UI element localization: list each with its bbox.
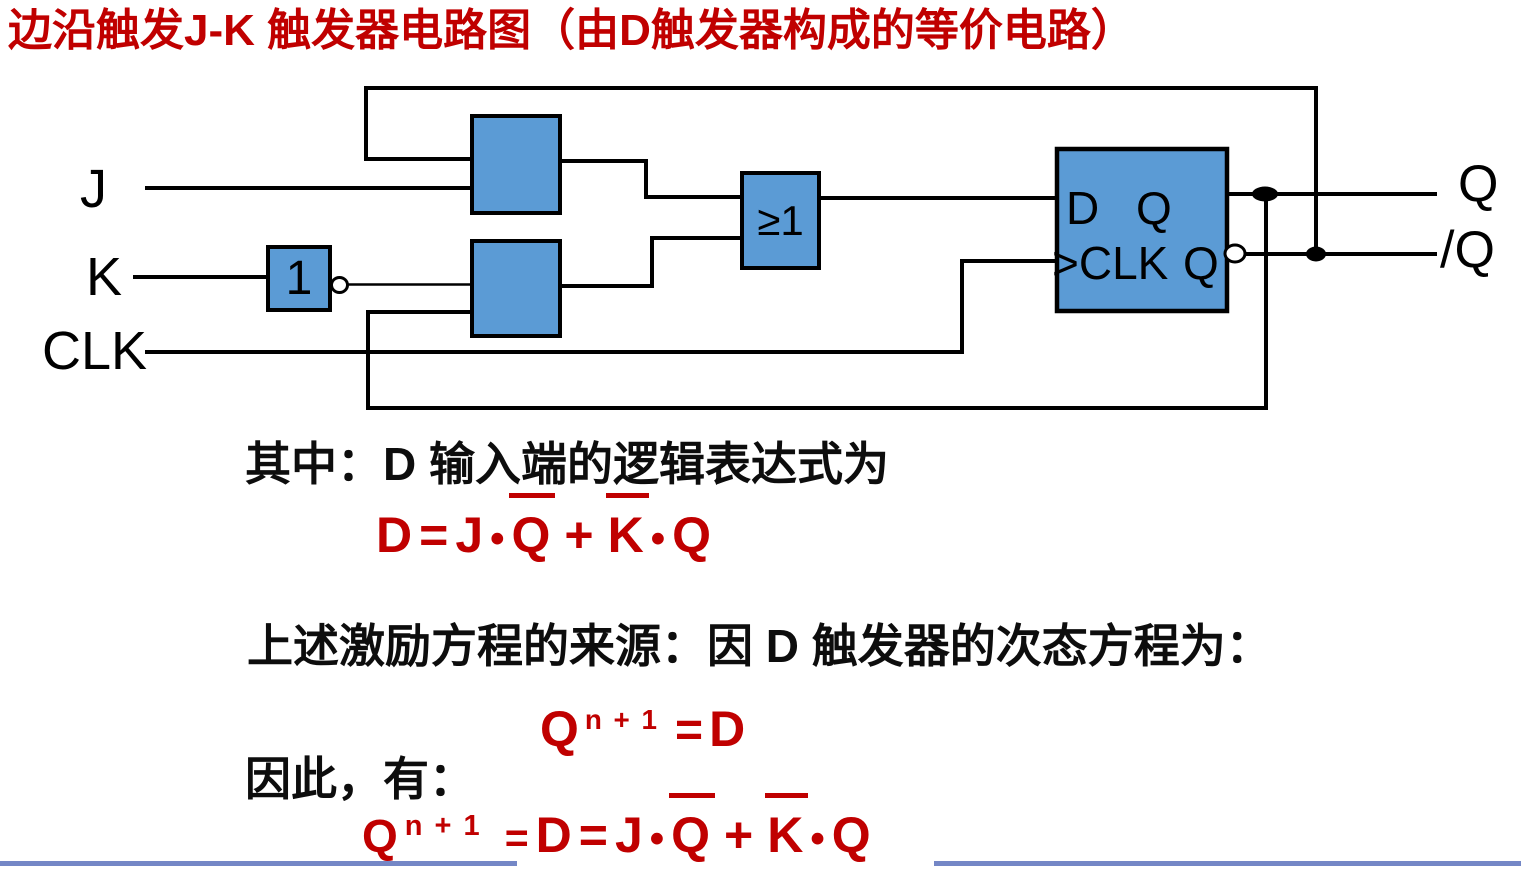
formula-token: Q — [672, 507, 711, 563]
formula-token: Q — [831, 807, 871, 863]
or-gate-label: ≥1 — [757, 196, 804, 244]
formula-token: = — [675, 704, 704, 757]
label-input-j: J — [80, 159, 107, 219]
footer-line-left — [0, 861, 517, 866]
wire-feedback-q — [366, 194, 1268, 410]
inverter-gate-label: 1 — [285, 251, 313, 305]
formula-token: J — [614, 807, 643, 863]
and-dot: • — [649, 815, 665, 861]
junction-dot-q — [1252, 186, 1278, 202]
dff-qbar-pin-label: Q — [1183, 237, 1219, 289]
and-dot: • — [810, 815, 825, 861]
and-dot: • — [490, 515, 505, 561]
formula-token: D — [535, 807, 572, 863]
formula-combined: Q n + 1 = D = J • Q + K • Q — [362, 793, 871, 864]
wire-and2-output — [560, 236, 742, 288]
and-dot: • — [650, 515, 666, 561]
or-gate-box — [740, 171, 821, 270]
wire-and1-output — [560, 159, 742, 199]
formula-token: Q — [362, 810, 398, 862]
q-with-overbar: Q — [509, 493, 556, 563]
wire-feedback-qbar — [364, 86, 1318, 254]
k-with-overbar: K — [605, 493, 649, 563]
text-line-therefore: 因此，有： — [245, 753, 475, 805]
dff-d-pin-label: D — [1066, 182, 1100, 234]
page-title: 边沿触发J-K 触发器电路图（由D触发器构成的等价电路） — [8, 6, 1135, 55]
inverter-box — [266, 245, 332, 312]
junction-dot-qbar — [1306, 246, 1326, 262]
formula-token: = — [578, 807, 608, 863]
dff-q-pin-label: Q — [1136, 182, 1172, 234]
and2-gate-box — [470, 239, 562, 338]
q-with-overbar: Q — [669, 793, 715, 863]
footer-line-right — [934, 861, 1521, 866]
formula-excitation: D = J • Q + K • Q — [376, 493, 711, 564]
label-output-qbar: /Q — [1440, 221, 1495, 279]
dff-clk-pin-label: >CLK — [1052, 237, 1169, 289]
inverter-bubble — [330, 276, 349, 294]
formula-token: Q — [540, 701, 579, 757]
formula-next-state: Q n + 1 = D — [540, 700, 745, 758]
and1-gate-box — [470, 114, 562, 215]
label-input-k: K — [86, 247, 123, 307]
label-input-clk: CLK — [42, 321, 148, 381]
formula-token: + — [564, 507, 594, 563]
formula-token: = — [504, 815, 529, 861]
formula-token: J — [455, 507, 484, 563]
d-flipflop-box — [1054, 146, 1230, 314]
formula-token: = — [419, 507, 449, 563]
superscript: n + 1 — [584, 704, 660, 735]
superscript: n + 1 — [404, 810, 482, 842]
text-line-expression-intro: 其中：D 输入端的逻辑表达式为 — [245, 438, 889, 490]
dff-qbar-bubble — [1223, 243, 1247, 264]
wire-clk-input — [145, 259, 1057, 354]
label-output-q: Q — [1458, 155, 1499, 213]
formula-token: + — [724, 807, 754, 863]
formula-token: D — [709, 701, 746, 757]
k-with-overbar: K — [765, 793, 809, 863]
formula-token: D — [376, 507, 413, 563]
text-line-source-intro: 上述激励方程的来源：因 D 触发器的次态方程为： — [247, 620, 1272, 672]
